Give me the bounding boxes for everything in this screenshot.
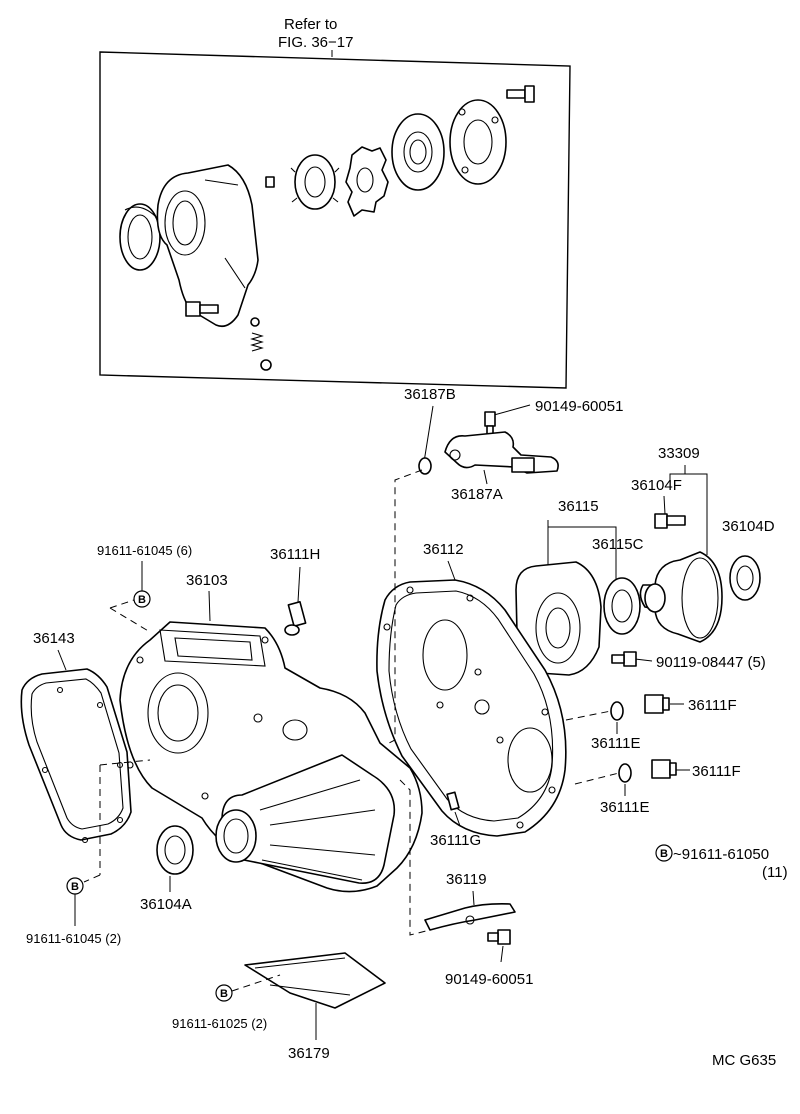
label-36111F-lower: 36111F (692, 763, 741, 780)
plug-36111F-lower (651, 759, 677, 779)
inset-pump-cover (449, 99, 507, 185)
inset-pin (265, 176, 275, 188)
breather-plug-36111H (284, 601, 307, 636)
label-36115: 36115 (558, 498, 599, 515)
plug-36111F-upper (644, 694, 670, 714)
inset-spring (250, 332, 264, 352)
label-36111E-upper: 36111E (591, 735, 641, 752)
gasket-36111E-lower (618, 763, 632, 783)
oil-pipe-group: 36187B 90149-60051 36187A (404, 386, 623, 503)
label-33309: 33309 (658, 445, 700, 462)
lock-plate-36119: 36119 90149-60051 (424, 871, 533, 988)
bolt-36104F (654, 513, 686, 529)
label-91611-61045-6: 91611-61045 (6) (97, 543, 192, 558)
inset-frame (99, 51, 571, 389)
refer-to-line1: Refer to (284, 16, 337, 33)
label-91611-61045-2: 91611-61045 (2) (26, 931, 121, 946)
label-36104D: 36104D (722, 518, 775, 535)
oil-pipe-36187A (444, 431, 559, 474)
o-ring-36187B (418, 457, 432, 475)
label-36187A: 36187A (451, 486, 503, 503)
gasket-36143: 36143 (20, 630, 132, 844)
label-91611-61025: 91611-61025 (2) (172, 1016, 267, 1031)
badge-b-91611-61050 (655, 844, 673, 862)
label-36111F-upper: 36111F (688, 697, 737, 714)
label-36104A: 36104A (140, 896, 192, 913)
badge-b-91611-61025-letter: B (220, 988, 228, 1000)
bolt-callout-91611-61045-2: B 91611-61045 (2) (26, 877, 121, 946)
extension-housing-group: 33309 36104F 36104D 36115 36115C (515, 445, 775, 676)
oil-seal-36115C (603, 577, 641, 635)
badge-b-91611-61025 (215, 984, 233, 1002)
alignment-lines (83, 469, 431, 936)
inset-bolt-left (185, 301, 219, 317)
label-36179: 36179 (288, 1045, 330, 1062)
inset-bolt-right (506, 85, 535, 103)
transmission-case-36103: 36111H 36103 (119, 546, 423, 893)
union-bolt-bottom (487, 929, 511, 945)
inset-pump-body (156, 164, 259, 328)
label-36111G: 36111G (430, 832, 481, 849)
figure-code: MC G635 (712, 1052, 776, 1069)
plug-group: 36111F 36111E 36111F 36111E B ~91611-610… (565, 694, 788, 881)
extension-housing-33309 (639, 551, 723, 643)
label-36115C: 36115C (592, 536, 644, 553)
inset-oil-seal (119, 203, 161, 271)
inset-ball (250, 317, 260, 327)
label-36103: 36103 (186, 572, 228, 589)
badge-b-91611-61045-6 (133, 590, 151, 608)
label-90149-60051-top: 90149-60051 (535, 398, 623, 415)
label-91611-61050: ~91611-61050 (673, 846, 769, 863)
dust-cover-36104D (729, 555, 761, 601)
badge-b-91611-61050-letter: B (660, 848, 668, 860)
label-36143: 36143 (33, 630, 75, 647)
bolt-callout-91611-61045-6: 91611-61045 (6) B (97, 543, 192, 633)
pin-36111G: 36111G (430, 791, 481, 849)
label-36187B: 36187B (404, 386, 456, 403)
label-36119: 36119 (446, 871, 487, 888)
inset-plug (260, 359, 272, 371)
label-36111H: 36111H (270, 546, 320, 563)
label-90149-60051-bottom: 90149-60051 (445, 971, 533, 988)
refer-to-line2: FIG. 36−17 (278, 34, 353, 51)
transfer-case-36112: 36112 (376, 541, 567, 837)
bolt-90119-08447 (611, 651, 637, 667)
reference-inset: Refer to FIG. 36−17 (99, 16, 571, 389)
gasket-36111E-upper (610, 701, 624, 721)
label-36111E-lower: 36111E (600, 799, 650, 816)
badge-b-91611-61045-2-letter: B (71, 881, 79, 893)
union-bolt-top (484, 411, 496, 435)
inset-pump-plate (391, 113, 445, 191)
label-90119-08447: 90119-08447 (5) (656, 654, 766, 671)
inset-drive-gear (290, 154, 340, 210)
inset-rotor (345, 146, 389, 217)
badge-b-91611-61045-6-letter: B (138, 594, 146, 606)
oil-seal-36104A: 36104A (140, 825, 194, 913)
label-91611-61050-qty: (11) (762, 864, 788, 881)
label-36104F: 36104F (631, 477, 682, 494)
label-36112: 36112 (423, 541, 464, 558)
cover-36179: B 91611-61025 (2) 36179 (172, 952, 386, 1062)
